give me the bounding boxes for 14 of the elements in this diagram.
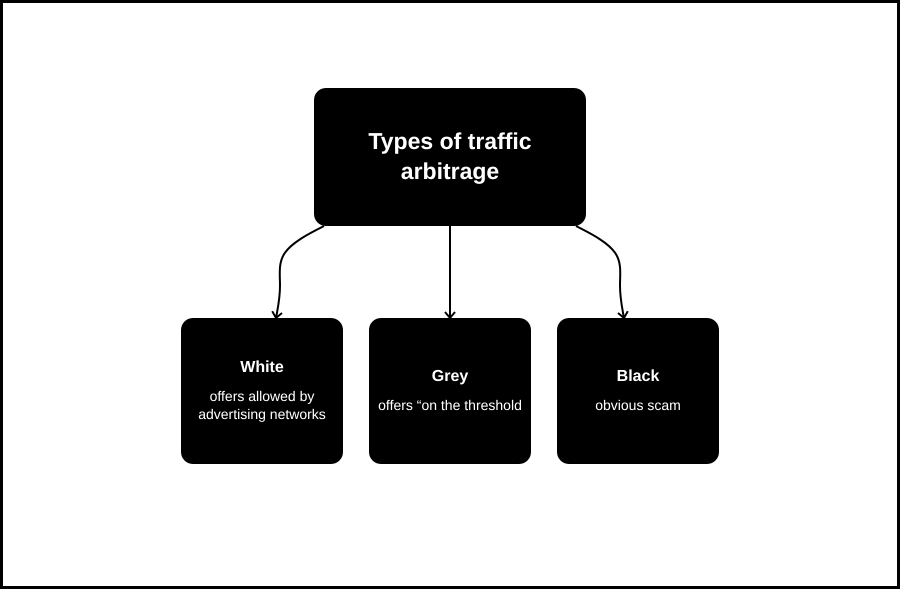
arrow xyxy=(444,226,456,319)
category-title: Black xyxy=(616,368,660,386)
heading: Types of traffic arbitrage xyxy=(367,127,533,186)
category-box xyxy=(181,318,343,464)
category-box xyxy=(557,318,719,464)
title-box xyxy=(314,88,586,226)
category-description: obvious scam xyxy=(595,396,681,414)
arrow xyxy=(576,225,629,319)
category-title: Grey xyxy=(432,368,468,386)
category-title: White xyxy=(240,358,284,377)
category-description: offers allowed by advertising networks xyxy=(197,386,327,424)
category-box xyxy=(369,318,531,464)
arrow xyxy=(271,225,324,319)
category-description: offers “on the threshold xyxy=(378,396,522,414)
